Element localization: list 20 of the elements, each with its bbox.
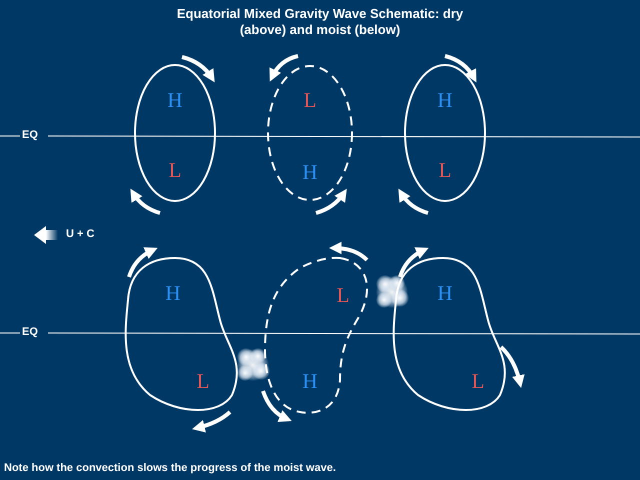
pressure-letter: H [302,161,318,183]
pressure-letter: H [437,89,453,111]
pressure-letter: H [165,282,181,304]
note: Note how the convection slows the progress of the moist wave. [4,462,336,474]
pressure-letter: L [438,159,452,181]
pressure-letter: L [336,284,350,306]
pressure-letter: L [304,89,316,111]
pressure-contour [133,63,217,203]
title: Equatorial Mixed Gravity Wave Schematic: dry (above) and moist (below) [176,6,464,38]
pressure-letter: H [167,89,183,111]
pressure-letter: L [168,159,182,181]
pressure-letter: H [437,282,453,304]
pressure-letter: H [302,370,318,392]
equator-label: EQ [22,129,38,141]
pressure-letter: L [472,370,484,392]
phase-speed-label: U + C [66,228,94,240]
pressure-contour [266,64,354,202]
pressure-letter: L [196,370,210,392]
equator-label: EQ [22,326,38,338]
pressure-contour [403,63,487,203]
